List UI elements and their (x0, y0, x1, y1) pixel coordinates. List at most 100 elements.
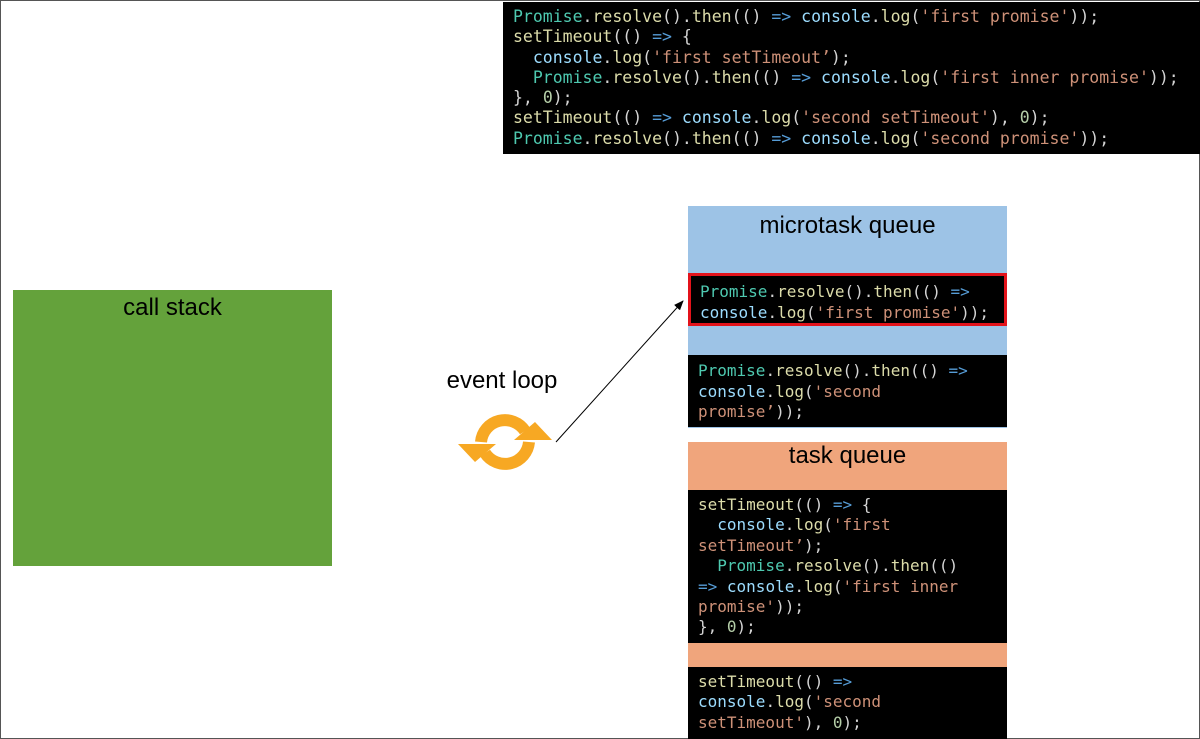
code-token: . (890, 67, 901, 87)
code-token: 0 (1019, 108, 1030, 128)
code-token: (). (844, 282, 874, 301)
code-token (698, 515, 717, 534)
code-token: . (765, 692, 776, 712)
code-line: Promise.resolve().then(() (698, 556, 1007, 576)
code-token: ( (832, 576, 843, 596)
code-token: console (801, 7, 871, 26)
code-token: )); (1069, 7, 1100, 26)
code-token: => (652, 27, 672, 47)
call-stack-label: call stack (123, 294, 222, 321)
code-line: Promise.resolve().then(() => console.log… (513, 68, 1200, 88)
code-token: }, (698, 617, 727, 637)
code-token: console (821, 67, 891, 87)
code-line: }, 0); (513, 88, 1200, 108)
code-token: ( (910, 7, 921, 26)
code-token: console (532, 47, 603, 67)
code-line: Promise.resolve().then(() => console.log… (513, 129, 1200, 149)
code-token: )); (1148, 67, 1179, 87)
code-token: log (775, 381, 804, 401)
microtask-item-highlighted: Promise.resolve().then(() =>console.log(… (688, 273, 1007, 326)
code-token: log (880, 7, 911, 26)
code-token: (() (929, 556, 959, 576)
code-token: => (791, 67, 812, 87)
task-queue-label: task queue (788, 442, 907, 469)
code-token: then (873, 282, 912, 301)
code-token: log (612, 47, 643, 67)
code-line: Promise.resolve().then(() => (698, 361, 1007, 382)
refresh-arc-bottom (479, 441, 535, 470)
code-line: }, 0); (698, 617, 1007, 637)
code-token: ( (803, 381, 814, 401)
code-token: => (950, 282, 970, 301)
microtask-queue-label: microtask queue (759, 212, 936, 239)
code-token: ); (842, 712, 862, 732)
code-token: 'first promise' (920, 7, 1070, 26)
code-token: (). (662, 7, 692, 26)
source-code-block: Promise.resolve().then(() => console.log… (503, 2, 1200, 154)
code-token: ); (803, 535, 824, 555)
code-token: Promise (513, 7, 583, 26)
code-token: ( (642, 47, 653, 67)
code-token: (). (662, 128, 692, 148)
code-token: . (794, 576, 804, 596)
code-line: console.log('first (698, 515, 1007, 535)
code-token: 0 (832, 712, 843, 732)
code-token: => (771, 128, 792, 148)
code-token (717, 577, 727, 596)
code-token: => (832, 672, 853, 691)
code-token: 'second (813, 381, 882, 401)
code-token: )); (775, 597, 804, 617)
code-token: log (900, 67, 931, 87)
refresh-arrowhead-right (514, 422, 552, 440)
code-token: console (698, 692, 766, 712)
code-token: resolve (612, 67, 682, 87)
code-token: => (698, 576, 718, 596)
code-token: }, (513, 88, 543, 108)
code-token: ); (736, 617, 756, 637)
code-line: console.log('second (698, 692, 1007, 712)
code-token: 0 (726, 617, 737, 637)
code-token: )); (775, 402, 804, 421)
code-token: Promise (700, 282, 768, 301)
code-token: log (775, 692, 804, 712)
code-token: { (852, 495, 872, 514)
code-token: Promise (513, 128, 583, 148)
code-token: (() (731, 128, 772, 148)
refresh-arrows-icon (458, 414, 552, 470)
code-line: setTimeout’); (698, 536, 1007, 556)
code-token: 'first inner (842, 576, 959, 596)
code-token: ( (803, 692, 814, 712)
code-token: . (751, 108, 762, 128)
code-token: ), (989, 108, 1020, 128)
code-token: 'first inner promise' (940, 67, 1149, 87)
code-token: log (794, 515, 824, 535)
code-token: (). (842, 361, 872, 380)
refresh-arrowhead-left (458, 444, 496, 462)
code-token: console (726, 576, 795, 596)
code-token: resolve (777, 282, 845, 301)
code-token: setTimeout (698, 672, 795, 691)
code-token: (() (751, 67, 792, 87)
code-token: => (948, 361, 968, 380)
code-token: 'second promise' (920, 128, 1080, 148)
code-line: => console.log('first inner (698, 577, 1007, 597)
microtask-item: Promise.resolve().then(() =>console.log(… (688, 355, 1007, 427)
code-token: (). (861, 556, 891, 576)
code-token: Promise (698, 361, 766, 380)
code-token: ( (823, 515, 833, 535)
code-token: ); (552, 88, 573, 108)
code-token: console (717, 515, 785, 535)
code-token: 0 (542, 88, 553, 108)
code-token: (() (911, 282, 951, 301)
code-token: . (784, 556, 795, 576)
event-loop-label: event loop (446, 367, 558, 394)
code-token: ( (805, 302, 816, 322)
code-token: . (767, 282, 778, 301)
code-token: then (691, 128, 732, 148)
code-token: 'second (813, 692, 882, 712)
code-token: then (871, 361, 910, 380)
code-token: (() (794, 495, 833, 514)
code-token: then (691, 7, 732, 26)
